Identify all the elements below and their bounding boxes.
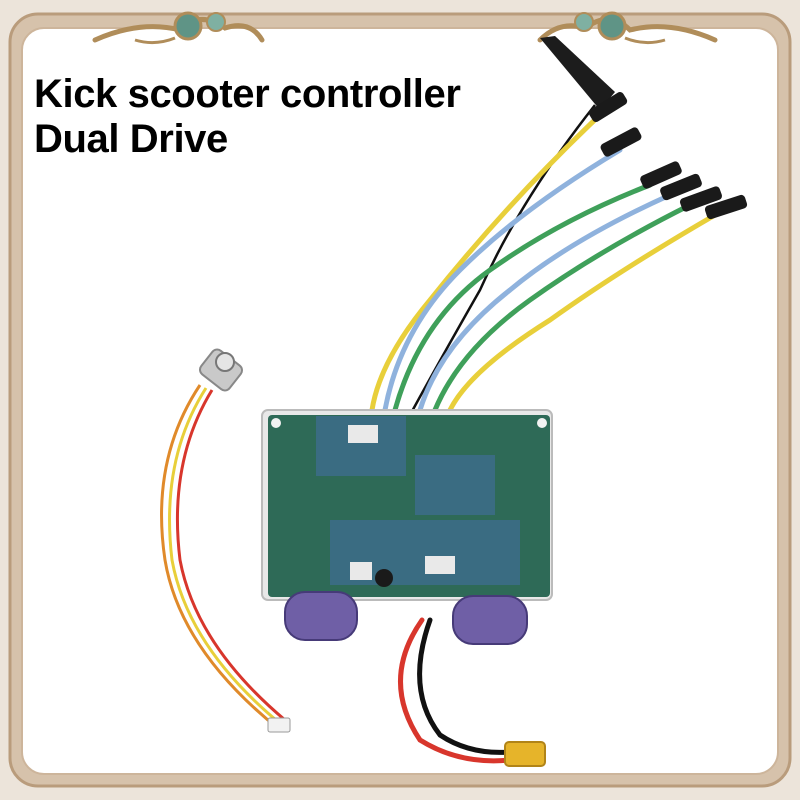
sensor-wire-bundle [369,112,718,413]
product-title-line-1: Kick scooter controller [34,72,461,116]
push-button-switch [160,348,291,733]
ornament-left-icon [92,11,265,45]
product-title: Kick scooter controller Dual Drive [34,72,461,162]
product-title-line-2: Dual Drive [34,117,228,161]
xt60-connector [504,741,546,767]
capacitors [284,591,528,645]
power-leads [398,617,513,764]
ornament-right-icon [537,11,718,45]
controller-pcb [261,409,553,601]
connector-plugs [588,91,748,220]
